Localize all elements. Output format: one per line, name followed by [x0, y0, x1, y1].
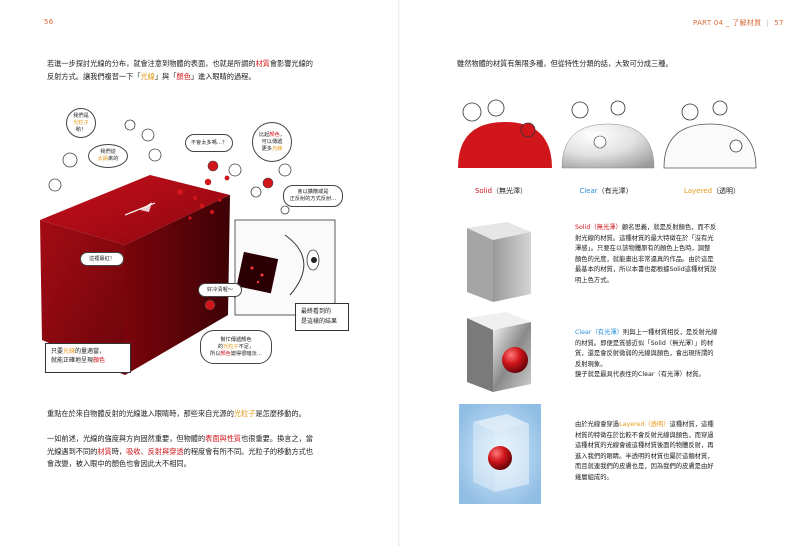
type-label-solid: Solid（無光澤）	[474, 187, 528, 195]
bubble-more-light: 比起顏色，可以傳遞更多光線	[252, 122, 292, 162]
note-final-result: 最終看到的 是這樣的結果	[295, 303, 349, 331]
running-header-right: PART 04 _ 了解材質 | 57	[693, 19, 784, 27]
right-page: PART 04 _ 了解材質 | 57 雖然物體的材質有無限多種，但從特性分類的…	[400, 0, 799, 546]
type-label-clear: Clear（有光澤）	[579, 187, 633, 195]
solid-description: Solid（無光澤）顧名思義，就是反射顏色，而不反 射光線的材質。這種材質的最大…	[575, 224, 717, 284]
left-intro-paragraph: 若進一步探討光線的分布，就會注意到物體的表面，也就是所謂的材質會影響光線的 反射…	[47, 59, 313, 81]
type-label-layered: Layered（透明）	[683, 187, 741, 195]
bubble-from-sun: 我們從太陽來的	[88, 144, 128, 168]
note-proper-light: 只要光線的量適當， 就能正確地呈現顏色	[45, 343, 131, 373]
bubble-diffuse-reflection: 會以擴散或是正反射的方式反射…	[283, 185, 343, 207]
bubble-light-particles: 我們是光粒子喲！	[66, 108, 96, 138]
bubble-lonely: 好冷清喔～	[198, 283, 242, 297]
clear-cube-image	[467, 312, 531, 392]
bubble-reddest: 這裡最紅！	[80, 252, 124, 266]
left-body-paragraph-2: 一如前述，光線的強度與方向固然重要，但物體的表面與性質也很重要。換言之，當 光線…	[47, 434, 314, 468]
page-number-left: 56	[44, 18, 54, 26]
layered-cube-image	[459, 404, 541, 504]
material-types-illustration	[458, 99, 757, 169]
bubble-too-many: 不會太多嗎…？	[185, 134, 233, 152]
left-body-paragraph-1: 重點在於來自物體反射的光線進入眼睛時，那些來自光源的光粒子是怎麼移動的。	[47, 409, 306, 418]
clear-description: Clear（有光澤）則與上一種材質相反，是反射光線 的材質。即便是質感近似「So…	[575, 329, 718, 379]
right-intro-paragraph: 雖然物體的材質有無限多種，但從特性分類的話，大致可分成三種。	[457, 59, 673, 68]
left-page: 56 若進一步探討光線的分布，就會注意到物體的表面，也就是所謂的材質會影響光線的…	[0, 0, 399, 546]
page-gutter	[398, 0, 400, 546]
solid-cube-image	[467, 222, 531, 302]
layered-description: 由於光線會穿過Layered（透明）這種材質，這種 材質的特徵在於比較不會反射光…	[575, 421, 714, 481]
bubble-dim-color: 幫忙傳遞顏色的光粒子不足，所以顏色變得很暗淡…	[200, 330, 272, 364]
